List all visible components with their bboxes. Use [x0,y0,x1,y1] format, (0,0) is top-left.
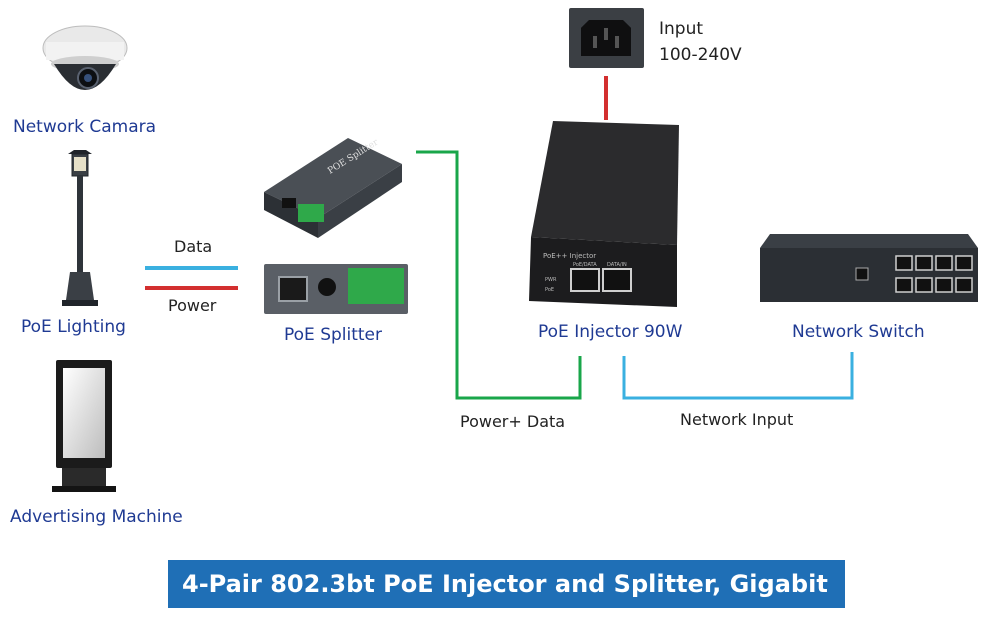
injector-top-label: PoE++ Injector [543,252,596,260]
poe-splitter-front-panel [264,264,408,314]
power-data-label: Power+ Data [460,412,566,431]
ac-input-socket-icon [569,8,644,68]
input-label: Input [659,19,704,39]
splitter-dc-jack [318,278,336,296]
power-data-cable [416,150,582,400]
street-lamp-icon [62,150,98,306]
network-switch-label: Network Switch [792,322,925,342]
advertising-machine-label: Advertising Machine [10,507,183,527]
splitter-ethernet-port [278,276,308,302]
poe-splitter-label: PoE Splitter [284,325,382,345]
data-label: Data [174,237,213,256]
network-input-label: Network Input [680,410,794,429]
network-camera-icon [42,25,128,90]
power-label: Power [168,296,217,315]
title-banner: 4-Pair 802.3bt PoE Injector and Splitter… [168,560,845,608]
network-camera-label: Network Camara [13,117,157,137]
injector-poe-label: PoE [545,287,554,293]
network-input-cable [622,352,854,400]
poe-injector-device-icon: PoE++ Injector PWR PoE PoE/DATA DATA/IN [529,121,679,307]
splitter-terminal-block [348,268,404,304]
advertising-kiosk-icon [52,360,116,492]
voltage-label: 100-240V [659,45,742,65]
poe-lighting-label: PoE Lighting [21,317,126,337]
injector-port1-label: PoE/DATA [573,262,597,268]
injector-port2-label: DATA/IN [607,262,627,268]
poe-injector-label: PoE Injector 90W [538,322,683,342]
injector-pwr-label: PWR [545,277,557,283]
network-switch-icon [760,234,978,302]
poe-splitter-device-icon: POE Splitter [264,137,402,238]
